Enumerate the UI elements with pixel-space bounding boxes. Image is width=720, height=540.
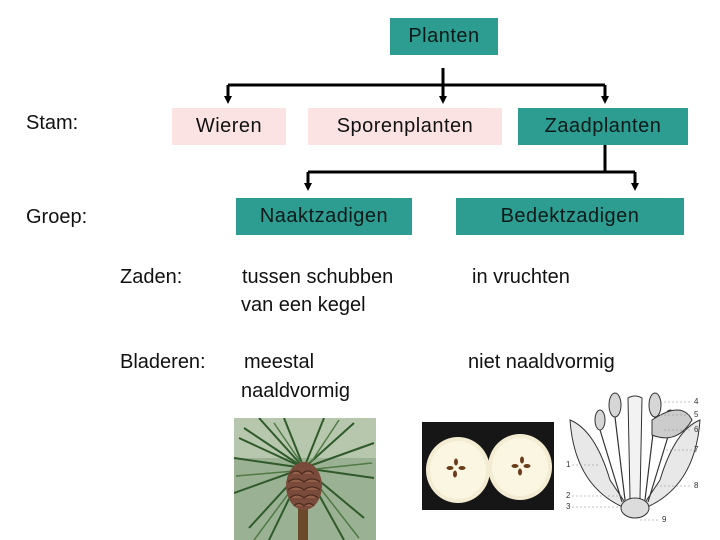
zaden-bedektzadigen: in vruchten	[472, 266, 570, 288]
node-sporenplanten: Sporenplanten	[308, 108, 502, 145]
zaden-label: Zaden:	[120, 266, 183, 288]
bladeren-naaktzadigen-line1: meestal	[244, 351, 315, 373]
node-sporenplanten-label: Sporenplanten	[336, 115, 474, 137]
pine-cone-photo	[234, 418, 376, 540]
apple-halves-photo	[422, 422, 554, 510]
flower-number-3: 3	[566, 502, 571, 511]
flower-number-8: 8	[694, 481, 699, 490]
node-zaadplanten: Zaadplanten	[518, 108, 688, 145]
flower-number-2: 2	[566, 491, 571, 500]
row-label-groep: Groep:	[26, 206, 88, 228]
node-wieren-label: Wieren	[195, 115, 263, 137]
node-planten: Planten	[390, 18, 498, 55]
node-planten-label: Planten	[408, 25, 480, 47]
bladeren-naaktzadigen-line2: naaldvormig	[241, 380, 350, 402]
flower-diagram: 4 5 6 7 1 8 2 3 9	[560, 390, 720, 540]
bladeren-label: Bladeren:	[120, 351, 206, 373]
node-naaktzadigen-label: Naaktzadigen	[259, 205, 389, 227]
node-bedektzadigen-label: Bedektzadigen	[500, 205, 640, 227]
node-naaktzadigen: Naaktzadigen	[236, 198, 412, 235]
zaden-naaktzadigen-line1: tussen schubben	[242, 266, 394, 288]
zaden-naaktzadigen-line2: van een kegel	[241, 294, 366, 316]
bladeren-bedektzadigen: niet naaldvormig	[468, 351, 615, 373]
flower-number-9: 9	[662, 515, 667, 524]
flower-number-5: 5	[694, 410, 699, 419]
flower-number-6: 6	[694, 425, 699, 434]
row-label-stam: Stam:	[26, 112, 79, 134]
flower-number-1: 1	[566, 460, 571, 469]
node-zaadplanten-label: Zaadplanten	[544, 115, 662, 137]
flower-number-7: 7	[694, 445, 699, 454]
node-bedektzadigen: Bedektzadigen	[456, 198, 684, 235]
flower-number-4: 4	[694, 397, 699, 406]
node-wieren: Wieren	[172, 108, 286, 145]
